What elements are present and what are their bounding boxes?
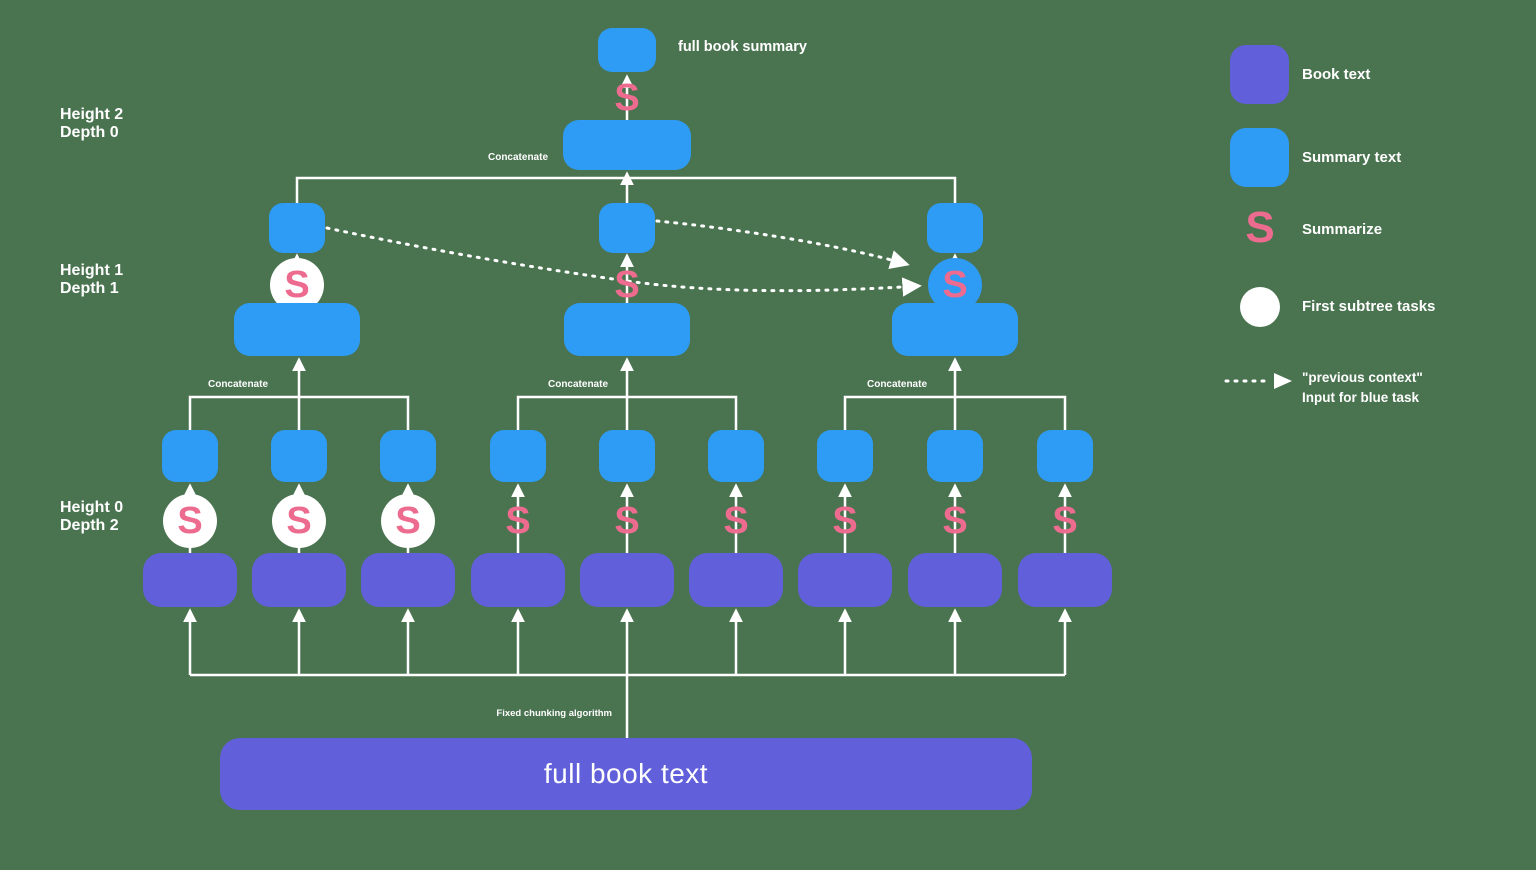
summarize-node: S bbox=[1052, 500, 1078, 542]
level-label-height2: Height 2 Depth 0 bbox=[60, 106, 123, 142]
concatenated-summaries-box bbox=[234, 303, 360, 356]
summary-box bbox=[927, 430, 983, 482]
depth2-label: Depth 2 bbox=[60, 517, 119, 534]
level-label-height1: Height 1 Depth 1 bbox=[60, 262, 123, 298]
summarize-node: S bbox=[614, 500, 640, 542]
legend-book-label: Book text bbox=[1302, 66, 1371, 83]
summarize-node: S bbox=[723, 500, 749, 542]
book-chunk-box bbox=[580, 553, 674, 607]
concatenate-label: Concatenate bbox=[866, 379, 927, 390]
summarize-node: S bbox=[942, 500, 968, 542]
summary-box bbox=[1037, 430, 1093, 482]
summary-box bbox=[269, 203, 325, 253]
summarize-node: S bbox=[614, 264, 640, 306]
depth1-label: Depth 1 bbox=[60, 280, 119, 297]
legend-summarize-icon: S bbox=[1245, 203, 1275, 252]
summary-box bbox=[927, 203, 983, 253]
summary-box bbox=[599, 203, 655, 253]
fixed-chunking-label: Fixed chunking algorithm bbox=[496, 708, 612, 719]
summary-box bbox=[490, 430, 546, 482]
full-book-summary-label: full book summary bbox=[678, 39, 807, 55]
summarize-node: S bbox=[505, 500, 531, 542]
concatenate-label: Concatenate bbox=[207, 379, 268, 390]
summary-box bbox=[708, 430, 764, 482]
summary-box bbox=[817, 430, 873, 482]
legend-previous-context-arrow bbox=[1224, 373, 1292, 389]
book-chunk-box bbox=[798, 553, 892, 607]
full-book-text-label: full book text bbox=[543, 758, 709, 789]
legend-book-swatch bbox=[1230, 45, 1289, 104]
concatenate-label: Concatenate bbox=[547, 379, 608, 390]
summarize-node-first-subtree: S bbox=[381, 494, 435, 548]
summary-box bbox=[380, 430, 436, 482]
legend-summary-label: Summary text bbox=[1302, 149, 1402, 166]
legend-first-subtree-icon bbox=[1240, 287, 1280, 327]
summarize-node: S bbox=[614, 77, 640, 119]
legend-previous-context-label: "previous context" Input for blue task bbox=[1302, 368, 1423, 408]
summarize-node-first-subtree: S bbox=[272, 494, 326, 548]
concatenated-summaries-box bbox=[892, 303, 1018, 356]
height0-label: Height 0 bbox=[60, 499, 124, 516]
summary-box bbox=[162, 430, 218, 482]
solid-connectors bbox=[183, 74, 1072, 738]
book-chunk-box bbox=[908, 553, 1002, 607]
full-book-summary-box bbox=[598, 28, 656, 72]
book-chunk-box bbox=[1018, 553, 1112, 607]
book-chunk-box bbox=[471, 553, 565, 607]
book-chunk-box bbox=[143, 553, 237, 607]
book-chunk-box bbox=[361, 553, 455, 607]
concatenated-summaries-box bbox=[563, 120, 691, 170]
legend-summary-swatch bbox=[1230, 128, 1289, 187]
legend-previous-context-line2: Input for blue task bbox=[1302, 390, 1420, 405]
legend-previous-context-line1: "previous context" bbox=[1302, 370, 1423, 385]
book-chunk-box bbox=[252, 553, 346, 607]
concatenated-summaries-box bbox=[564, 303, 690, 356]
summarize-node-first-subtree: S bbox=[163, 494, 217, 548]
legend-first-subtree-label: First subtree tasks bbox=[1302, 298, 1436, 315]
concatenate-label: Concatenate bbox=[487, 152, 548, 163]
book-chunk-box bbox=[689, 553, 783, 607]
height2-label: Height 2 bbox=[60, 106, 124, 123]
full-book-text-box: full book text bbox=[220, 738, 1032, 810]
summary-box bbox=[271, 430, 327, 482]
legend-summarize-label: Summarize bbox=[1302, 221, 1383, 238]
depth0-label: Depth 0 bbox=[60, 124, 119, 141]
height1-label: Height 1 bbox=[60, 262, 124, 279]
level-label-height0: Height 0 Depth 2 bbox=[60, 499, 123, 535]
summarize-node: S bbox=[832, 500, 858, 542]
previous-context-arrows bbox=[325, 219, 922, 297]
summary-box bbox=[599, 430, 655, 482]
